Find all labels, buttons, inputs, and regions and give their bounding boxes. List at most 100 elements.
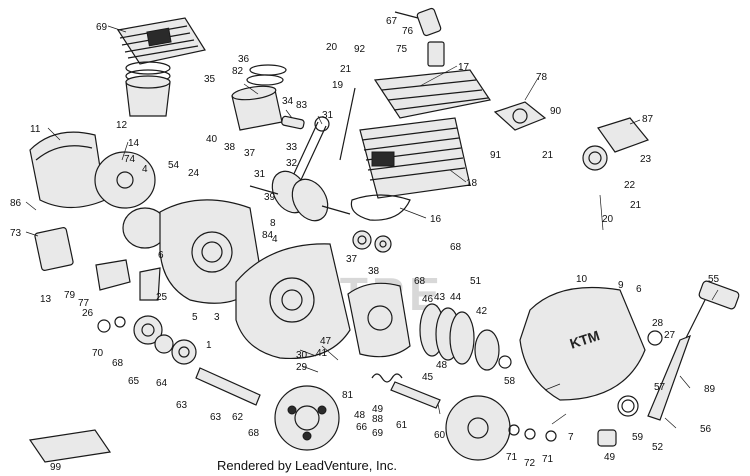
sprocket-65 — [133, 315, 163, 345]
callout-5: 5 — [192, 312, 198, 323]
clutch-drum — [347, 282, 411, 358]
bearing-64 — [154, 334, 174, 354]
callout-19: 19 — [332, 80, 344, 91]
callout-79: 79 — [64, 290, 76, 301]
callout-35: 35 — [204, 74, 216, 85]
callout-63-left: 63 — [176, 400, 188, 411]
callout-88: 88 — [372, 414, 384, 425]
flywheel-14 — [94, 151, 156, 209]
callout-74: 74 — [124, 154, 136, 165]
callout-42: 42 — [476, 306, 488, 317]
callout-83: 83 — [296, 100, 308, 111]
callout-16: 16 — [430, 214, 442, 225]
kickstart-lever-89 — [647, 280, 740, 421]
rings-35-36 — [246, 64, 287, 86]
callout-27: 27 — [664, 330, 676, 341]
callout-75: 75 — [396, 44, 408, 55]
callout-6: 6 — [158, 250, 164, 261]
callout-81: 81 — [342, 390, 354, 401]
manual-99 — [28, 429, 112, 463]
callout-44: 44 — [450, 292, 462, 303]
callout-53: 49 — [604, 452, 616, 463]
callout-4: 4 — [272, 234, 278, 245]
callout-77: 77 — [78, 298, 90, 309]
callout-6-right: 6 — [636, 284, 642, 295]
callout-23: 23 — [640, 154, 652, 165]
callout-18: 18 — [466, 178, 478, 189]
callout-40: 40 — [206, 134, 218, 145]
callout-34: 34 — [282, 96, 294, 107]
callout-78: 78 — [536, 72, 548, 83]
callout-21-mid: 21 — [542, 150, 554, 161]
callout-1: 1 — [206, 340, 212, 351]
callout-68-left: 68 — [112, 358, 124, 369]
spring-59 — [617, 395, 639, 417]
callout-39: 39 — [264, 192, 276, 203]
crankcase-right — [235, 243, 351, 360]
clutch-cover-9: KTM — [519, 286, 646, 401]
callout-7: 7 — [568, 432, 574, 443]
callout-22: 22 — [624, 180, 636, 191]
shaft-62 — [195, 367, 261, 406]
gear-right — [445, 395, 511, 461]
callout-43: 43 — [434, 292, 446, 303]
washer-68-left — [114, 316, 126, 328]
gear-68-left — [274, 385, 340, 451]
callout-71-a: 71 — [506, 452, 518, 463]
bearing-63 — [171, 339, 197, 365]
callout-47: 47 — [320, 336, 332, 347]
callout-37-left: 37 — [244, 148, 256, 159]
gasket-28 — [647, 330, 663, 346]
callout-46: 46 — [422, 294, 434, 305]
callout-37: 37 — [346, 254, 358, 265]
spark-plug-75 — [394, 7, 445, 67]
callout-labels: 69 12 11 14 74 4 54 40 38 37 24 31 36 82… — [10, 16, 720, 473]
callout-25: 25 — [156, 292, 168, 303]
callout-62: 62 — [232, 412, 244, 423]
gasket-16 — [350, 194, 411, 221]
callout-9: 9 — [618, 280, 624, 291]
callout-3: 3 — [214, 312, 220, 323]
callout-72: 72 — [524, 458, 536, 469]
callout-54: 54 — [168, 160, 180, 171]
bearing-38 — [374, 235, 392, 253]
callout-55: 55 — [708, 274, 720, 285]
callout-32: 32 — [286, 158, 298, 169]
callout-69: 69 — [96, 22, 108, 33]
callout-68-bottom: 68 — [248, 428, 260, 439]
callout-67: 67 — [386, 16, 398, 27]
washer-70 — [97, 319, 111, 333]
callout-13: 13 — [40, 294, 52, 305]
callout-31: 31 — [322, 110, 334, 121]
callout-56: 56 — [700, 424, 712, 435]
callout-86: 86 — [10, 198, 22, 209]
callout-84: 84 — [262, 230, 274, 241]
callout-4-top: 4 — [142, 164, 148, 175]
cylinder-top-left — [117, 17, 206, 65]
clutch-hub-58 — [474, 329, 512, 371]
callout-89: 89 — [704, 384, 716, 395]
intake-flange-78 — [493, 101, 547, 131]
crankshaft-39 — [249, 170, 351, 222]
cylinder-head-17 — [373, 69, 491, 119]
callout-31-a: 31 — [254, 169, 266, 180]
clutch-plates-43-44 — [419, 303, 475, 365]
spring-49 — [371, 373, 403, 383]
callout-90: 90 — [550, 106, 562, 117]
washers-71-72 — [508, 424, 557, 442]
connecting-rod-32 — [291, 116, 330, 183]
callout-30: 30 — [296, 350, 308, 361]
ignition-coil-13 — [34, 227, 74, 271]
callout-64: 64 — [156, 378, 168, 389]
callout-36: 36 — [238, 54, 250, 65]
bracket-25 — [139, 267, 161, 301]
callout-82: 82 — [232, 66, 244, 77]
callout-29: 29 — [296, 362, 308, 373]
leader-lines — [25, 25, 719, 429]
callout-38-left: 38 — [224, 142, 236, 153]
callout-87: 87 — [642, 114, 654, 125]
callout-58: 58 — [504, 376, 516, 387]
callout-14: 14 — [128, 138, 140, 149]
callout-57: 57 — [654, 382, 666, 393]
